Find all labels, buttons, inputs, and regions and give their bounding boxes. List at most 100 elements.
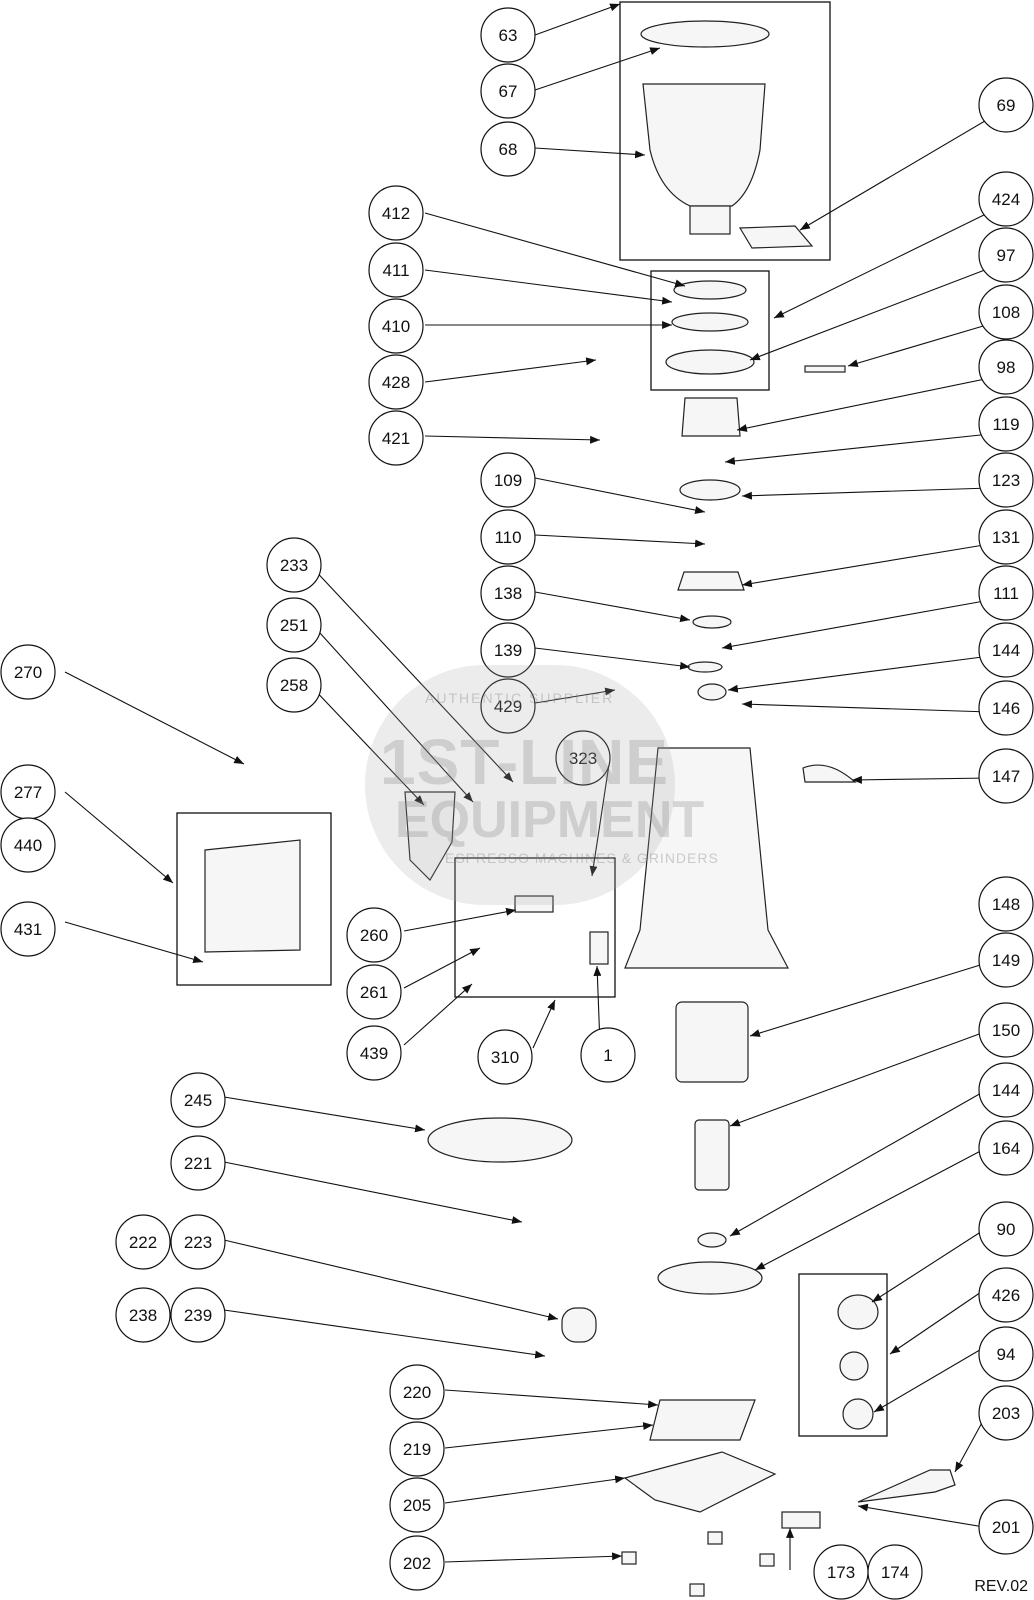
capacitor-part bbox=[561, 1307, 597, 1343]
callout-260: 260 bbox=[346, 907, 402, 963]
svg-text:233: 233 bbox=[280, 556, 308, 575]
svg-text:164: 164 bbox=[992, 1139, 1020, 1158]
svg-text:146: 146 bbox=[992, 699, 1020, 718]
callout-233: 233 bbox=[266, 537, 322, 593]
svg-text:220: 220 bbox=[403, 1383, 431, 1402]
stator-part bbox=[675, 1001, 749, 1083]
foot-3-part bbox=[759, 1553, 775, 1567]
callout-164: 164 bbox=[978, 1120, 1034, 1176]
svg-text:412: 412 bbox=[382, 204, 410, 223]
dial-part bbox=[837, 1294, 879, 1330]
callout-439: 439 bbox=[346, 1025, 402, 1081]
revision-label: REV.02 bbox=[974, 1578, 1028, 1595]
callout-223: 223 bbox=[170, 1214, 226, 1270]
svg-text:174: 174 bbox=[881, 1563, 909, 1582]
svg-text:201: 201 bbox=[992, 1518, 1020, 1537]
plate-disc-part bbox=[839, 1351, 869, 1381]
svg-text:238: 238 bbox=[129, 1306, 157, 1325]
svg-text:205: 205 bbox=[403, 1496, 431, 1515]
svg-text:173: 173 bbox=[827, 1563, 855, 1582]
callout-239: 239 bbox=[170, 1287, 226, 1343]
callout-67: 67 bbox=[480, 63, 536, 119]
callout-131: 131 bbox=[978, 509, 1034, 565]
rotor-part bbox=[694, 1119, 730, 1191]
upper-burr-part bbox=[679, 479, 741, 501]
callout-323: 323 bbox=[555, 730, 611, 786]
svg-text:222: 222 bbox=[129, 1233, 157, 1252]
callout-310: 310 bbox=[477, 1029, 533, 1085]
svg-text:138: 138 bbox=[494, 584, 522, 603]
watermark-line3: EQUIPMENT bbox=[395, 791, 705, 849]
callout-222: 222 bbox=[115, 1214, 171, 1270]
callout-139: 139 bbox=[480, 622, 536, 678]
svg-text:119: 119 bbox=[992, 415, 1019, 434]
leader-lines bbox=[64, 3, 991, 1570]
lower-burr-carrier-part bbox=[677, 571, 745, 591]
callout-149: 149 bbox=[978, 932, 1034, 988]
callout-258: 258 bbox=[266, 657, 322, 713]
spout-part bbox=[404, 791, 456, 881]
svg-text:67: 67 bbox=[499, 82, 518, 101]
svg-text:148: 148 bbox=[992, 895, 1020, 914]
svg-text:90: 90 bbox=[997, 1220, 1016, 1239]
collar-group-box bbox=[650, 270, 770, 391]
svg-text:63: 63 bbox=[499, 26, 518, 45]
callout-111: 111 bbox=[978, 565, 1034, 621]
callout-428: 428 bbox=[368, 354, 424, 410]
pcb-part bbox=[649, 1399, 756, 1441]
svg-text:123: 123 bbox=[992, 471, 1020, 490]
callout-238: 238 bbox=[115, 1287, 171, 1343]
base-plate-part bbox=[623, 1451, 777, 1513]
doser-group-box bbox=[454, 857, 616, 998]
svg-text:260: 260 bbox=[360, 926, 388, 945]
callout-245: 245 bbox=[170, 1072, 226, 1128]
svg-text:219: 219 bbox=[403, 1440, 431, 1459]
window-panel-part bbox=[204, 839, 301, 953]
callout-63: 63 bbox=[480, 7, 536, 63]
callout-412: 412 bbox=[368, 185, 424, 241]
watermark-badge bbox=[365, 665, 675, 905]
callout-219: 219 bbox=[389, 1421, 445, 1477]
pin-part bbox=[804, 365, 846, 373]
callout-94: 94 bbox=[978, 1326, 1034, 1382]
svg-text:245: 245 bbox=[184, 1091, 212, 1110]
body-part bbox=[624, 747, 789, 969]
watermark-line2: 1ST-LINE bbox=[380, 726, 669, 798]
foot-1-part bbox=[621, 1551, 637, 1565]
callout-251: 251 bbox=[266, 597, 322, 653]
callout-150: 150 bbox=[978, 1002, 1034, 1058]
callout-148: 148 bbox=[978, 876, 1034, 932]
callout-440: 440 bbox=[0, 817, 56, 873]
svg-text:109: 109 bbox=[494, 471, 522, 490]
callout-109: 109 bbox=[480, 452, 536, 508]
svg-text:431: 431 bbox=[14, 920, 42, 939]
callout-98: 98 bbox=[978, 339, 1034, 395]
watermark-line1: AUTHENTIC SUPPLIER bbox=[425, 690, 615, 706]
callout-270: 270 bbox=[0, 644, 56, 700]
callout-277: 277 bbox=[0, 764, 56, 820]
svg-text:440: 440 bbox=[14, 836, 42, 855]
svg-text:97: 97 bbox=[997, 246, 1016, 265]
svg-text:223: 223 bbox=[184, 1233, 212, 1252]
knob-part bbox=[842, 1398, 874, 1430]
watermark-line4: ESPRESSO MACHINES & GRINDERS bbox=[445, 850, 719, 866]
callout-108: 108 bbox=[978, 284, 1034, 340]
callout-147: 147 bbox=[978, 748, 1034, 804]
svg-text:411: 411 bbox=[382, 261, 409, 280]
hopper-group-box bbox=[619, 1, 831, 261]
svg-text:69: 69 bbox=[997, 96, 1016, 115]
callout-173: 173 bbox=[813, 1544, 869, 1600]
lower-bearing-part bbox=[697, 1232, 727, 1248]
callout-1: 1 bbox=[580, 1027, 636, 1083]
washer-part bbox=[692, 615, 732, 629]
svg-text:277: 277 bbox=[14, 783, 42, 802]
svg-text:68: 68 bbox=[499, 140, 518, 159]
hopper-lid-part bbox=[640, 20, 770, 48]
callout-138: 138 bbox=[480, 565, 536, 621]
svg-text:258: 258 bbox=[280, 676, 308, 695]
svg-text:150: 150 bbox=[992, 1021, 1020, 1040]
collar-adapter-part bbox=[665, 349, 755, 375]
spacer-part bbox=[687, 661, 723, 673]
terminal-block-part bbox=[781, 1511, 821, 1529]
callout-202: 202 bbox=[389, 1535, 445, 1591]
